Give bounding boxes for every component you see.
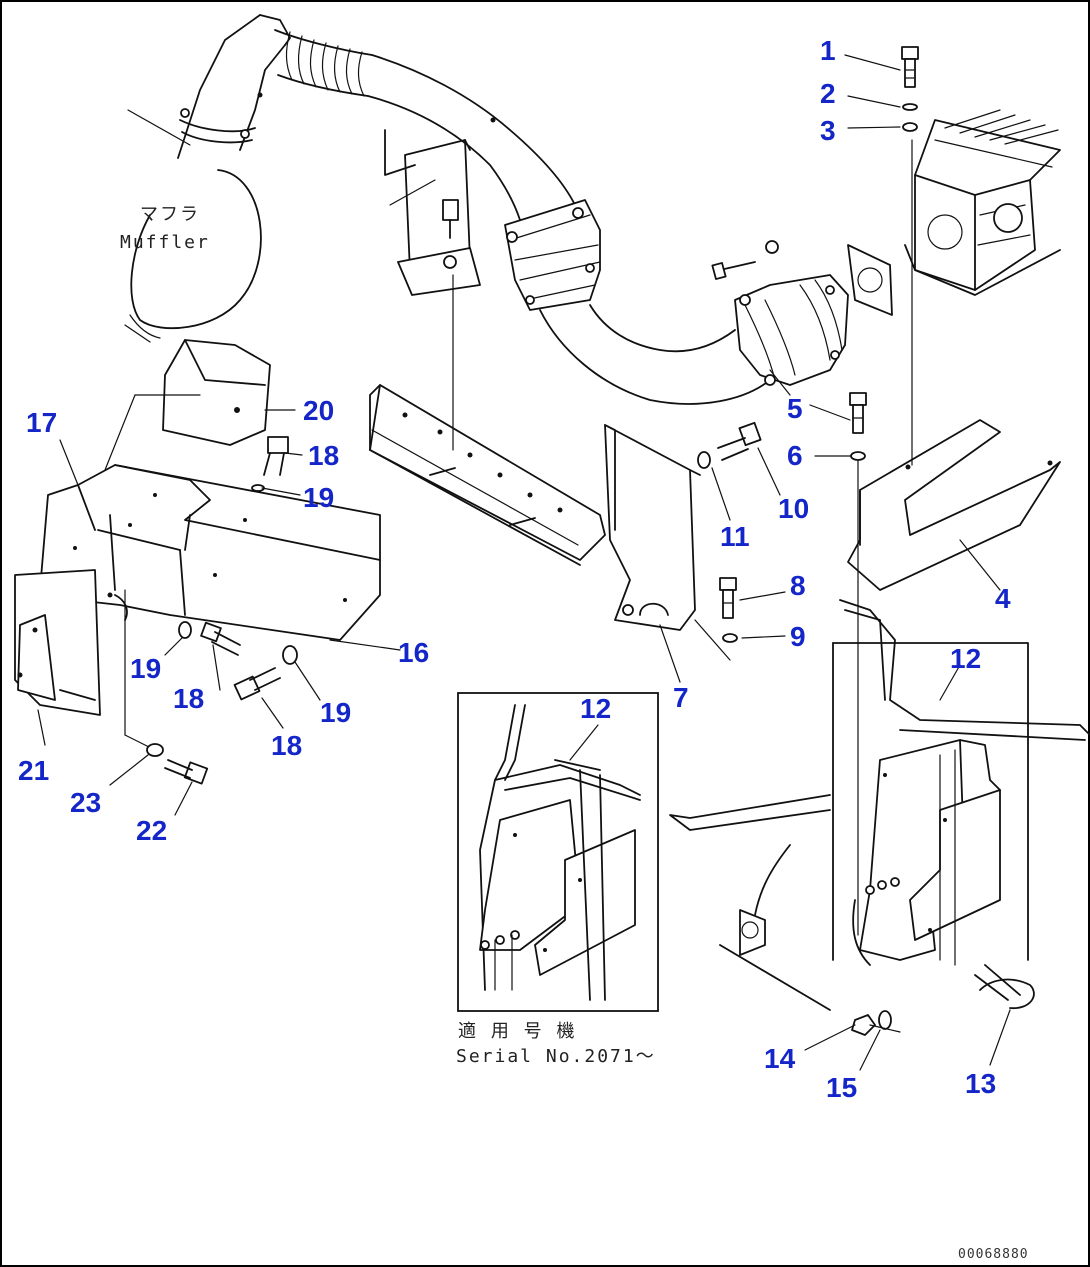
pipe-support-bracket xyxy=(384,129,481,296)
callout-14: 14 xyxy=(764,1043,796,1074)
callout-5: 5 xyxy=(787,393,803,424)
callout-1: 1 xyxy=(820,35,836,66)
callout-19c: 19 xyxy=(320,697,351,728)
exhaust-pipe xyxy=(177,14,893,405)
leader-lines xyxy=(37,54,1011,1071)
callout-12b: 12 xyxy=(580,693,611,724)
callout-13: 13 xyxy=(965,1068,996,1099)
bellows xyxy=(274,29,373,97)
callout-18b: 18 xyxy=(173,683,204,714)
callout-18c: 18 xyxy=(271,730,302,761)
callout-17: 17 xyxy=(26,407,57,438)
callout-15: 15 xyxy=(826,1072,857,1103)
right-cab-assembly xyxy=(669,459,1090,1036)
callout-16: 16 xyxy=(398,637,429,668)
callout-22: 22 xyxy=(136,815,167,846)
callout-11: 11 xyxy=(720,521,750,552)
callout-12a: 12 xyxy=(950,643,981,674)
muffler-label-en: Muffler xyxy=(120,232,210,253)
callout-2: 2 xyxy=(820,78,836,109)
callout-6: 6 xyxy=(787,440,803,471)
left-cover-assembly xyxy=(14,339,381,785)
callout-10: 10 xyxy=(778,493,809,524)
side-cover-7 xyxy=(604,424,731,661)
serial-label-jp: 適 用 号 機 xyxy=(458,1021,577,1042)
callout-23: 23 xyxy=(70,787,101,818)
callout-9: 9 xyxy=(790,621,806,652)
callout-3: 3 xyxy=(820,115,836,146)
pipe-clamp xyxy=(504,199,601,311)
muffler xyxy=(124,109,262,343)
flange-assembly xyxy=(734,274,849,386)
screen-box xyxy=(904,109,1061,296)
fasteners xyxy=(697,46,919,643)
muffler-label-jp: マフラ xyxy=(140,204,200,225)
cover-20 xyxy=(162,339,271,446)
callout-20: 20 xyxy=(303,395,334,426)
callout-19b: 19 xyxy=(130,653,161,684)
callout-7: 7 xyxy=(673,682,689,713)
callout-4: 4 xyxy=(995,583,1011,614)
bracket-4 xyxy=(847,139,1061,591)
callout-numbers: 1 2 3 4 5 6 7 8 9 10 11 12 12 13 14 15 1… xyxy=(18,35,1011,1103)
serial-label-en: Serial No.2071～ xyxy=(456,1046,656,1067)
inset-detail-box xyxy=(457,692,659,1012)
callout-8: 8 xyxy=(790,570,806,601)
support-beam xyxy=(369,274,606,566)
callout-19a: 19 xyxy=(303,482,334,513)
drawing-code: 00068880 xyxy=(958,1247,1029,1262)
callout-21: 21 xyxy=(18,755,49,786)
callout-18a: 18 xyxy=(308,440,339,471)
gasket-plate xyxy=(847,244,893,316)
